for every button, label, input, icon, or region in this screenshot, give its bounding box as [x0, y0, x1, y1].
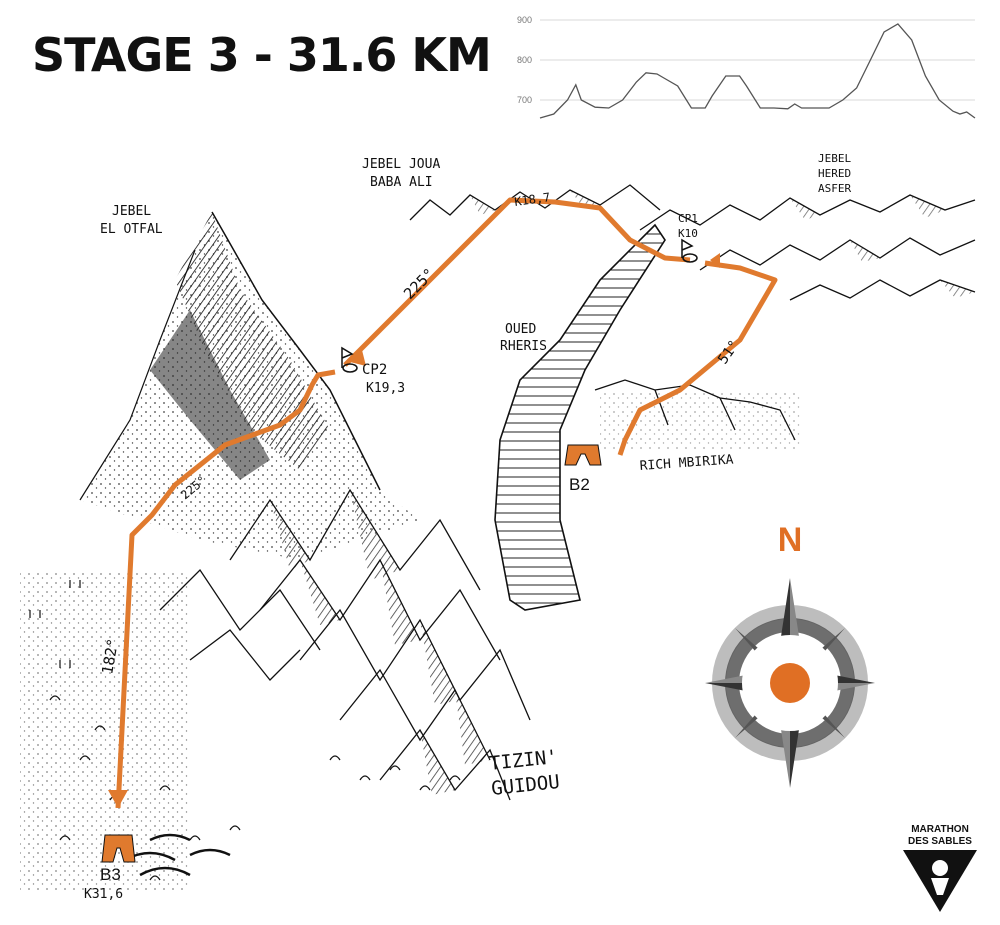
- label-cp1: CP1: [678, 212, 698, 225]
- label-cp2: CP2: [362, 362, 387, 378]
- label-jebel-joua-1: JEBEL JOUA: [362, 157, 440, 172]
- oued-rheris-river: [494, 223, 666, 611]
- y-tick-label: 900: [517, 15, 532, 25]
- route-map: N JEBEL EL OTFAL JEBEL JOUA BABA ALI JEB…: [20, 152, 976, 902]
- bearing-to-b3: 182°: [98, 637, 122, 676]
- y-tick-label: 700: [517, 95, 532, 105]
- label-k31: K31,6: [84, 887, 123, 902]
- label-k10: K10: [678, 227, 698, 240]
- label-jebel-otfal-2: EL OTFAL: [100, 222, 163, 237]
- marathon-des-sables-logo: MARATHON DES SABLES: [903, 824, 977, 912]
- label-b3: B3: [100, 865, 121, 884]
- bearing-k18-cp2: 225°: [400, 265, 438, 303]
- b3-bivouac-icon: [101, 834, 136, 863]
- label-oued-2: RHERIS: [500, 339, 547, 354]
- b2-bivouac-icon: [564, 444, 602, 466]
- y-tick-label: 800: [517, 55, 532, 65]
- compass-rose: N: [705, 521, 875, 788]
- label-k18: K18,7: [513, 190, 551, 209]
- label-rich-mbirika: RICH MBIRIKA: [639, 452, 734, 474]
- label-jebel-hered-3: ASFER: [818, 182, 851, 195]
- cp1-marker: [681, 238, 698, 263]
- label-tizin-1: TIZIN': [488, 746, 559, 775]
- elevation-series-line: [539, 23, 976, 119]
- label-jebel-otfal-1: JEBEL: [112, 204, 151, 219]
- logo-line2: DES SABLES: [908, 836, 972, 847]
- cp2-marker: [341, 346, 358, 373]
- compass-center-dot: [770, 663, 810, 703]
- label-jebel-hered-2: HERED: [818, 167, 851, 180]
- compass-north-label: N: [778, 521, 803, 559]
- label-jebel-joua-2: BABA ALI: [370, 175, 433, 190]
- label-b2: B2: [569, 475, 590, 494]
- label-k19: K19,3: [366, 381, 405, 396]
- rich-mbirika-ridge: [594, 379, 796, 441]
- northern-ridges: [409, 184, 976, 301]
- label-jebel-hered-1: JEBEL: [818, 152, 851, 165]
- east-plain-dots: [600, 390, 800, 450]
- elevation-profile-chart: 900 800 700: [517, 15, 976, 119]
- logo-line1: MARATHON: [911, 824, 969, 835]
- northern-ridge-shading: [470, 190, 975, 298]
- page-title: STAGE 3 - 31.6 KM: [32, 28, 492, 82]
- foreground-mountain-shading: [270, 490, 490, 795]
- route-line: [108, 197, 778, 809]
- label-oued-1: OUED: [505, 322, 536, 337]
